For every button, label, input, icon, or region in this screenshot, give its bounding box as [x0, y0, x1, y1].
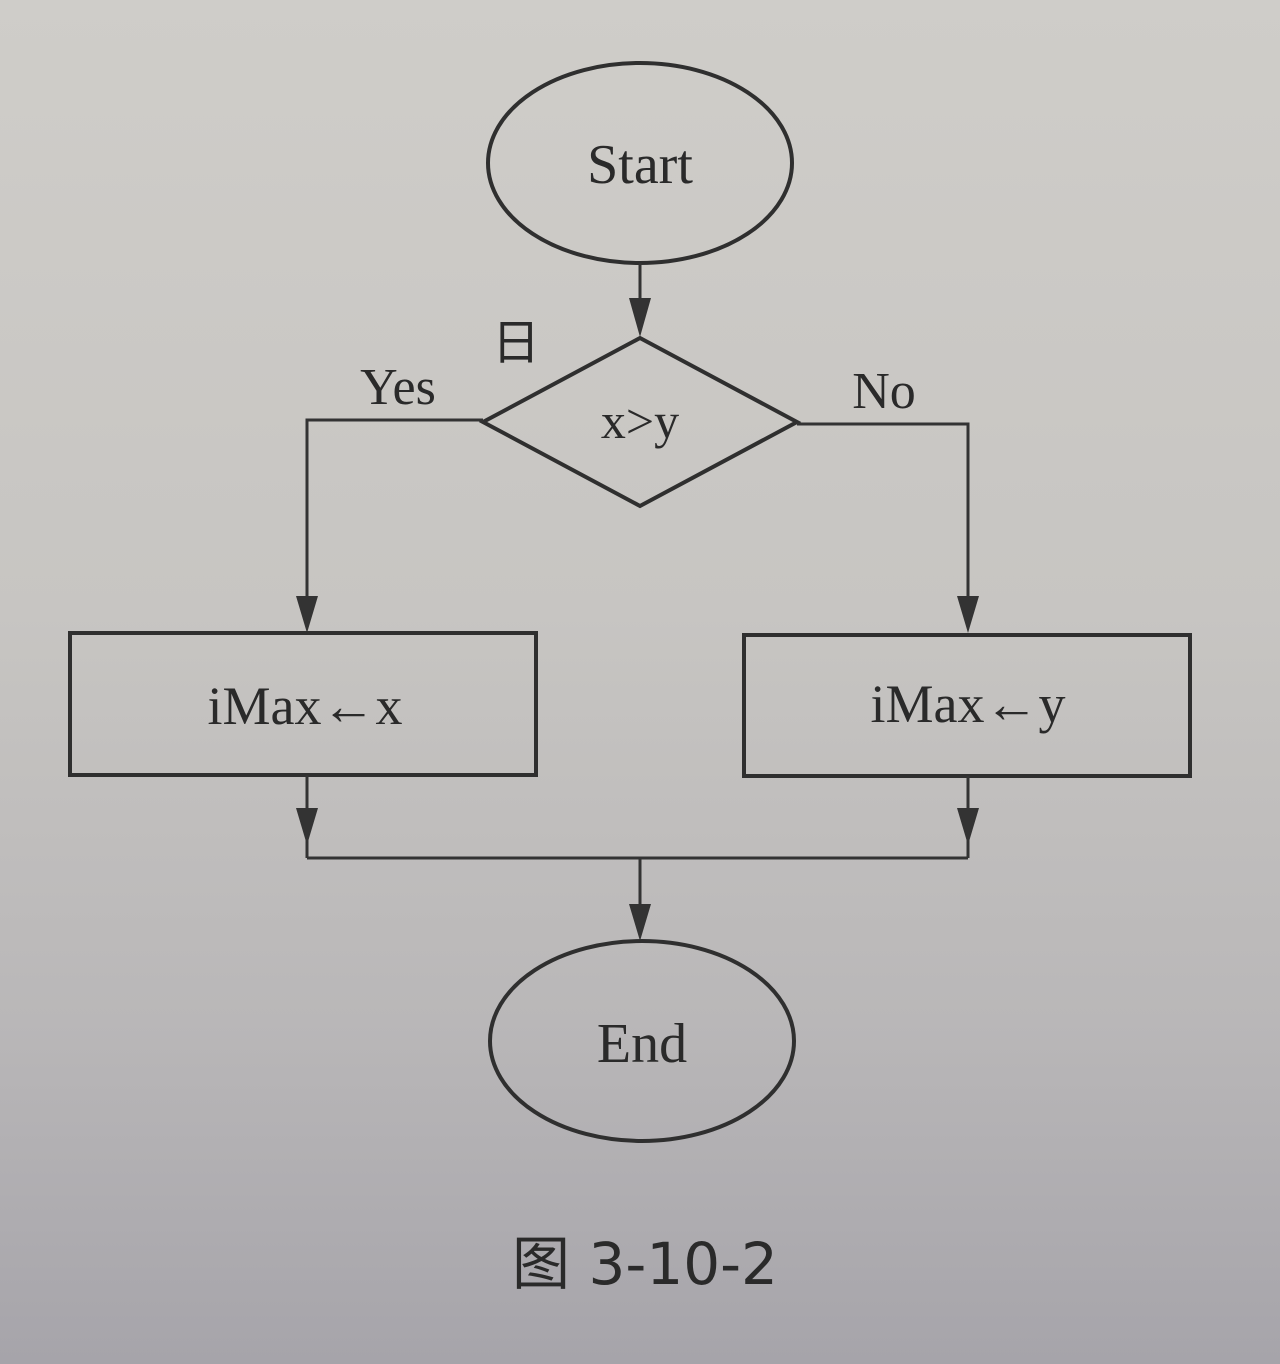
arrowhead-no-merge: [957, 808, 979, 845]
end-terminal: [488, 939, 796, 1143]
arrowhead-yes-merge: [296, 808, 318, 845]
decision-label: x>y: [601, 393, 679, 449]
process-no-label: iMax←y: [871, 674, 1066, 734]
margin-marker-glyph: 日: [492, 315, 540, 371]
connector-yes-branch: [305, 418, 483, 608]
connector-no-branch: [797, 422, 970, 608]
arrowhead-yes-process: [296, 596, 318, 633]
decision-diamond: [478, 335, 802, 509]
process-yes-box: [68, 631, 538, 777]
yes-branch-label: Yes: [360, 359, 436, 416]
arrowhead-no-process: [957, 596, 979, 633]
no-branch-label: No: [852, 363, 916, 420]
figure-caption: 图 3-10-2: [512, 1230, 778, 1298]
arrowhead-decision: [629, 298, 651, 337]
end-label: End: [597, 1013, 687, 1075]
arrowhead-end: [629, 904, 651, 941]
start-label: Start: [587, 134, 693, 196]
process-yes-label: iMax←x: [208, 676, 403, 736]
